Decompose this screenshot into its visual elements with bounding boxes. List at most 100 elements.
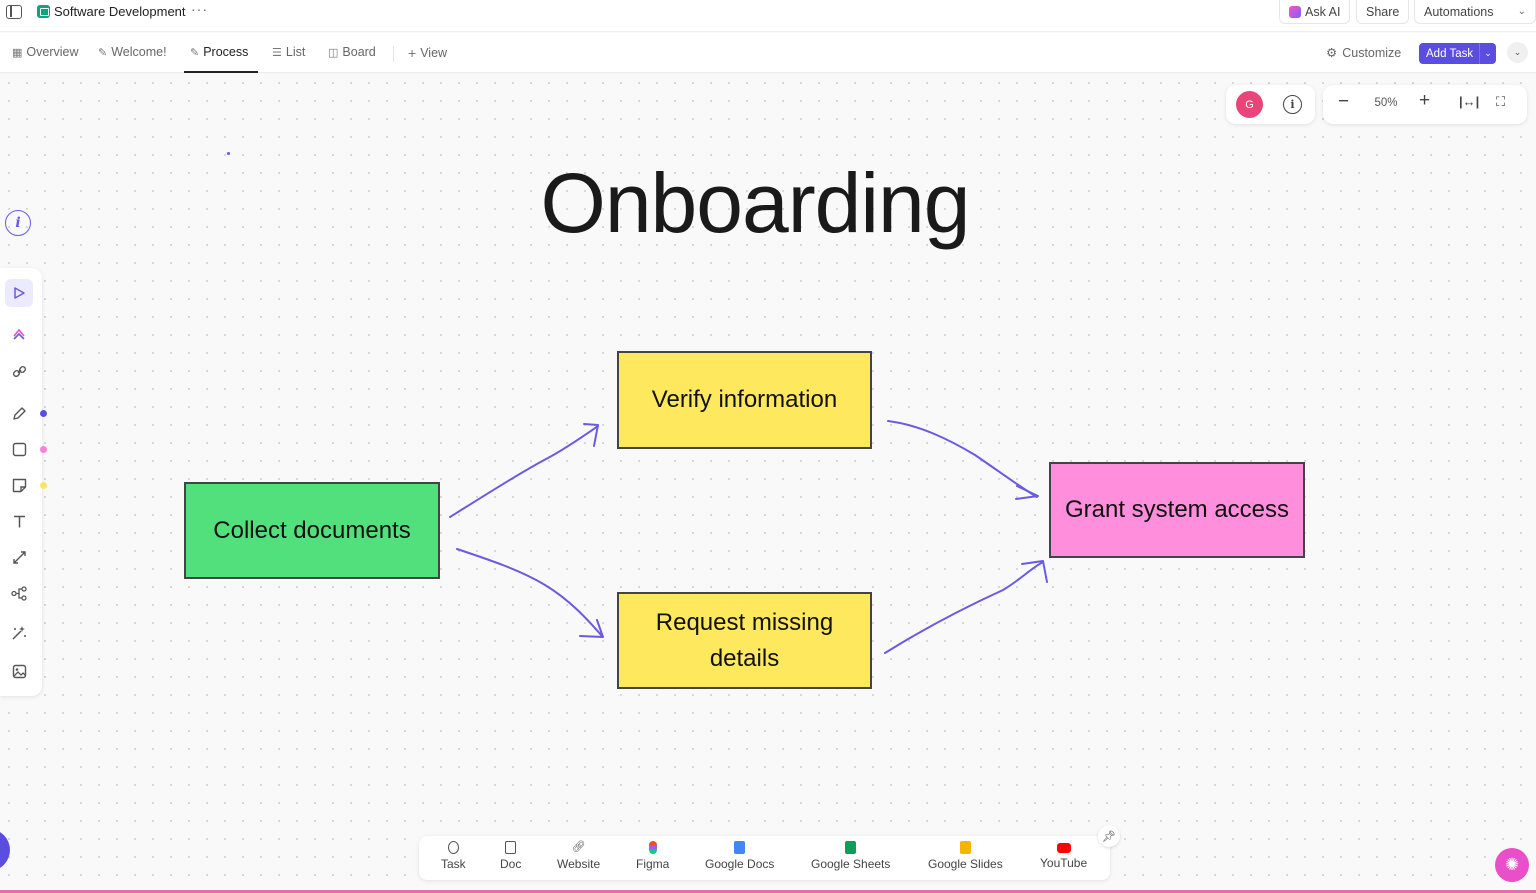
embeds-bar: Task Doc 🔗︎ Website Figma Google Docs Go… [419,836,1110,880]
mind-map-icon[interactable] [5,579,33,607]
tab-label: List [285,45,306,59]
active-tab-indicator [184,71,258,73]
shape-color-dot[interactable] [40,446,47,453]
pen-icon[interactable] [5,399,33,427]
pen-board-icon: ✎ [190,46,200,59]
list-icon: ☰ [272,46,282,59]
embed-label: Google Slides [928,857,1003,871]
automations-button[interactable]: Automations ⌄ [1414,0,1536,24]
google-slides-icon [959,841,971,854]
embed-label: Doc [500,857,522,871]
bottom-accent-bar [0,890,1536,893]
zoom-controls: − 50% + |↔| ⛶ [1323,85,1527,124]
top-bar: Software Development ··· Ask AI Share Au… [0,0,1536,32]
chevron-down-icon[interactable]: ⌄ [1479,43,1496,64]
ai-sparkle-icon [1289,5,1301,18]
tab-list[interactable]: ☰ List [272,45,305,59]
add-task-button[interactable]: Add Task ⌄ [1419,43,1496,64]
tab-board[interactable]: ◫ Board [328,45,376,59]
grid-icon: ▦ [12,46,23,59]
pointer-icon[interactable] [5,279,33,307]
info-icon[interactable]: i [5,210,31,236]
customize-label: Customize [1342,45,1402,60]
embed-google-sheets[interactable]: Google Sheets [811,841,890,871]
automations-label: Automations [1424,4,1494,19]
sticky-note-icon[interactable] [5,471,33,499]
ai-shapes-icon[interactable] [5,321,33,349]
sticky-request-missing-details[interactable]: Request missing details [617,592,872,689]
embed-label: Task [441,857,466,871]
embed-label: Google Sheets [811,857,891,871]
sticky-grant-system-access[interactable]: Grant system access [1049,462,1305,558]
tab-label: Welcome! [111,45,167,59]
board-icon: ◫ [328,46,339,59]
board-title[interactable]: Onboarding [540,156,971,250]
fullscreen-icon[interactable]: ⛶ [1496,94,1506,109]
connector-icon[interactable] [5,543,33,571]
tab-process[interactable]: ✎ Process [190,45,248,59]
space-icon [37,5,50,18]
ask-ai-label: Ask AI [1305,4,1341,19]
customize-button[interactable]: ⚙ Customize [1326,45,1402,61]
figma-icon [648,841,657,854]
sticky-collect-documents[interactable]: Collect documents [184,482,440,579]
tab-label: Overview [26,45,79,59]
text-icon[interactable] [5,507,33,535]
collapse-chevron-button[interactable]: ⌄ [1507,42,1528,63]
embed-google-slides[interactable]: Google Slides [928,841,1003,871]
embed-label: YouTube [1040,856,1088,870]
embed-figma[interactable]: Figma [636,841,669,871]
embed-label: Figma [636,857,670,871]
embed-label: Google Docs [705,857,775,871]
gear-icon: ⚙ [1326,46,1338,60]
doc-icon [505,841,517,854]
sticky-color-dot[interactable] [40,482,47,489]
add-view-button[interactable]: + View [408,45,447,61]
view-bar: ▦ Overview ✎ Welcome! ✎ Process ☰ List ◫… [0,33,1536,73]
tab-label: Board [342,45,376,59]
share-button[interactable]: Share [1356,0,1410,24]
task-icon [447,841,459,854]
side-panel-handle[interactable] [0,829,10,871]
ask-ai-button[interactable]: Ask AI [1279,0,1351,24]
plus-icon: + [408,45,417,61]
fit-width-icon[interactable]: |↔| [1459,94,1480,109]
embed-label: Website [557,857,601,871]
collaborators-panel: G i [1226,85,1315,124]
space-title[interactable]: Software Development [54,4,186,19]
youtube-icon [1056,843,1071,853]
embed-google-docs[interactable]: Google Docs [705,841,774,871]
avatar[interactable]: G [1236,91,1263,118]
canvas-dot [227,152,230,155]
tab-divider [393,46,394,62]
zoom-level[interactable]: 50% [1374,97,1398,109]
embed-website[interactable]: 🔗︎ Website [557,841,600,871]
tab-overview[interactable]: ▦ Overview [12,45,79,59]
google-sheets-icon [845,841,857,854]
zoom-out-button[interactable]: − [1338,91,1350,112]
link-icon[interactable] [5,357,33,385]
sticky-verify-information[interactable]: Verify information [617,351,872,449]
square-icon[interactable] [5,435,33,463]
embed-youtube[interactable]: YouTube [1040,841,1087,870]
zoom-in-button[interactable]: + [1419,90,1431,111]
ai-assistant-icon[interactable]: ✺ [1495,848,1529,882]
tab-label: View [420,46,448,60]
google-docs-icon [734,841,746,854]
add-task-label: Add Task [1426,47,1474,60]
embed-task[interactable]: Task [441,841,466,871]
whiteboard-icon: ✎ [98,46,108,59]
more-options-button[interactable]: ··· [191,1,208,17]
link-icon: 🔗︎ [571,841,586,853]
magic-icon[interactable] [5,619,33,647]
pen-color-dot[interactable] [40,410,47,417]
embed-doc[interactable]: Doc [500,841,521,871]
tools-toolbar [0,268,47,696]
tab-label: Process [203,45,249,59]
tab-welcome[interactable]: ✎ Welcome! [98,45,167,59]
info-icon[interactable]: i [1283,95,1302,114]
sidebar-toggle-icon[interactable] [6,5,22,19]
image-icon[interactable] [5,657,33,685]
pin-icon[interactable]: 📌︎ [1098,825,1120,847]
chevron-down-icon[interactable]: ⌄ [1517,6,1526,17]
